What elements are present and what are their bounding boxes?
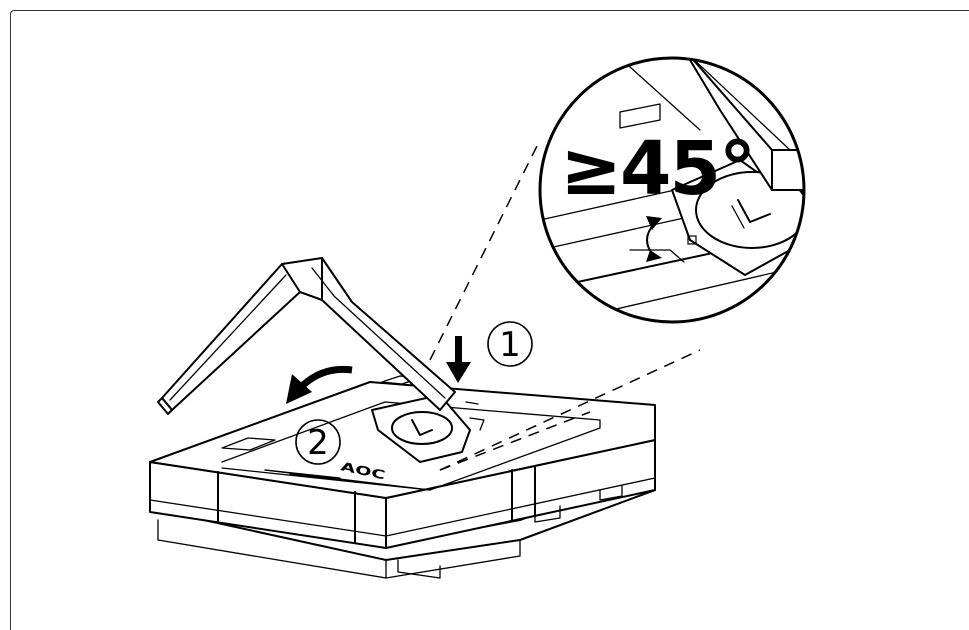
stand-arm	[157, 257, 456, 415]
step-2-number: 2	[307, 423, 329, 463]
step-2-marker: 2	[295, 419, 341, 465]
step-1-number: 1	[499, 325, 521, 365]
angle-label: ≥45°	[560, 126, 754, 212]
step-1-marker: 1	[487, 321, 533, 367]
stand-base-plate	[371, 394, 485, 463]
zoom-guide-lines	[429, 139, 701, 471]
diagram-frame	[10, 10, 969, 630]
rotate-arrow	[286, 365, 353, 404]
brand-label-zoom: AOC	[527, 312, 589, 351]
zoom-detail: AOC ≥45°	[527, 56, 806, 351]
press-down-arrow	[446, 336, 471, 383]
